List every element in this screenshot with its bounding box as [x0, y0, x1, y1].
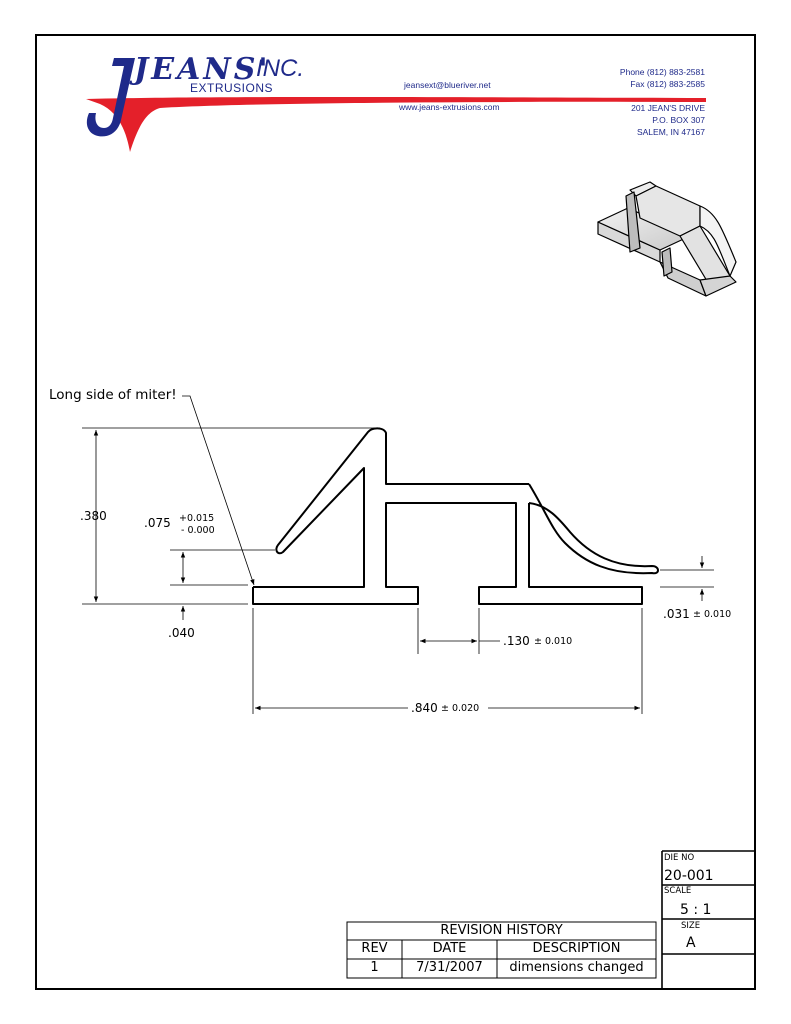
dim-wall: .031: [663, 607, 690, 621]
dim-gap-tol: ± 0.010: [534, 636, 573, 647]
scale-value: 5 : 1: [680, 902, 712, 918]
title-block-lines: [661, 850, 755, 989]
dim-height: .380: [80, 509, 107, 523]
die-no-label: DIE NO: [664, 853, 695, 863]
revision-table-lines: [346, 921, 657, 979]
company-phone: Phone (812) 883-2581: [619, 67, 705, 77]
dim-lip-tol-minus: - 0.000: [181, 525, 215, 536]
size-label: SIZE: [681, 921, 701, 931]
revision-header-rev: REV: [361, 941, 388, 956]
miter-note: Long side of miter!: [49, 387, 177, 403]
company-website[interactable]: www.jeans-extrusions.com: [399, 102, 500, 112]
dim-width-tol: ± 0.020: [441, 703, 480, 714]
logo-j: [86, 58, 135, 137]
revision-row-rev: 1: [370, 960, 379, 975]
dim-lip: .075: [144, 516, 171, 530]
sheet-border: [35, 34, 756, 990]
size-value: A: [686, 935, 696, 951]
scale-label: SCALE: [664, 886, 692, 896]
dim-base: .040: [168, 626, 195, 640]
revision-row-date: 7/31/2007: [416, 960, 483, 975]
dim-gap: .130: [503, 634, 530, 648]
company-email[interactable]: jeansext@blueriver.net: [404, 80, 491, 90]
revision-row-description: dimensions changed: [509, 960, 644, 975]
profile-outline: [252, 427, 659, 605]
isometric-view: [597, 181, 737, 297]
revision-header-description: DESCRIPTION: [532, 941, 621, 956]
dim-lip-tol-plus: +0.015: [179, 513, 215, 524]
company-address-1: 201 JEAN'S DRIVE: [631, 103, 705, 113]
company-logo: [86, 58, 706, 152]
company-fax: Fax (812) 883-2585: [630, 79, 705, 89]
logo-inc: INC.: [256, 55, 304, 82]
logo-subtitle: EXTRUSIONS: [190, 81, 274, 95]
dimension-lines: [82, 395, 714, 714]
company-address-2: P.O. BOX 307: [652, 115, 705, 125]
logo-swoosh: [86, 97, 706, 152]
logo-wordmark: JEANS': [134, 52, 271, 87]
revision-title: REVISION HISTORY: [440, 923, 563, 938]
dim-width: .840: [411, 701, 438, 715]
revision-header-date: DATE: [432, 941, 467, 956]
dim-wall-tol: ± 0.010: [693, 609, 732, 620]
die-no-value: 20-001: [664, 868, 714, 884]
company-address-3: SALEM, IN 47167: [636, 127, 705, 137]
